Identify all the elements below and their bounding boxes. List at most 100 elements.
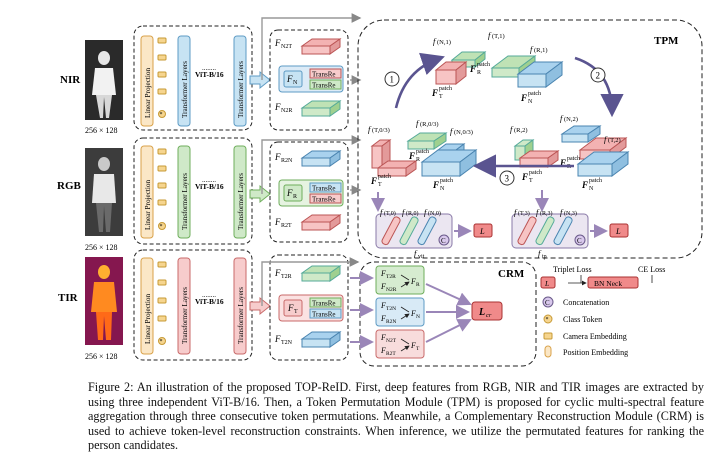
svg-text:F: F [286, 74, 293, 84]
svg-text:T: T [439, 94, 443, 100]
encoder-tir: Linear Projection * Transformer Layers V… [133, 249, 253, 361]
crm-group-t [375, 329, 425, 359]
svg-text:TransRe: TransRe [312, 185, 335, 193]
svg-text:(N,0/3): (N,0/3) [454, 129, 473, 136]
svg-text:(R,3): (R,3) [540, 210, 553, 217]
svg-text:f: f [510, 124, 514, 134]
step-3-badge [499, 170, 515, 186]
svg-text:F: F [380, 346, 386, 355]
transformer-label: Transformer Layers [237, 287, 245, 344]
mid-rgb: F R2N F R TransRe TransRe F R2T [269, 141, 349, 243]
svg-text:F: F [432, 180, 439, 190]
svg-text:F: F [380, 269, 386, 278]
svg-text:R2T: R2T [281, 223, 292, 229]
svg-text:TransRe: TransRe [312, 311, 335, 319]
svg-text:C: C [577, 237, 582, 245]
svg-text:(R,0): (R,0) [406, 210, 419, 217]
svg-text:(N,1): (N,1) [437, 39, 451, 46]
svg-text:patch: patch [528, 91, 541, 97]
modality-label: TIR [58, 292, 79, 304]
transformer-label: Transformer Layers [181, 173, 189, 230]
svg-text:patch: patch [378, 174, 391, 180]
svg-text:T: T [529, 178, 533, 184]
svg-text:F: F [274, 102, 281, 112]
svg-text:*: * [160, 339, 163, 345]
vit-label: ViT-B/16 [195, 297, 224, 306]
vit-label: ViT-B/16 [195, 182, 224, 191]
legend-class-token: Class Token [563, 315, 602, 324]
svg-text:T2N: T2N [281, 340, 293, 346]
svg-text:f: f [424, 207, 428, 217]
legend-bnneck: BN Neck [594, 279, 622, 288]
token-group-left: C [375, 213, 453, 249]
modality-tir: TIR 256 × 128 [58, 257, 123, 361]
svg-text:patch: patch [567, 156, 580, 162]
svg-text:F: F [274, 38, 281, 48]
svg-text:L: L [615, 226, 621, 236]
svg-text:f: f [450, 126, 454, 136]
tpm-title: TPM [654, 35, 679, 47]
transformer-label: Transformer Layers [181, 61, 189, 118]
svg-text:f: f [488, 30, 492, 40]
tir-output-arrow [249, 296, 271, 316]
transformer-label: Transformer Layers [237, 173, 245, 230]
rgb-output-arrow [249, 184, 271, 204]
svg-text:*: * [160, 112, 163, 118]
svg-text:T2R: T2R [386, 274, 396, 280]
svg-text:F: F [581, 180, 588, 190]
svg-text:f: f [560, 207, 564, 217]
legend-ce: CE Loss [638, 265, 665, 274]
svg-text:F: F [410, 341, 416, 350]
image-size: 256 × 128 [85, 352, 118, 361]
svg-text:patch: patch [440, 178, 453, 184]
svg-text:tp: tp [542, 254, 547, 260]
image-size: 256 × 128 [85, 126, 118, 135]
mid-tir: F T2R F T TransRe TransRe F T2N [269, 254, 349, 361]
svg-text:F: F [380, 301, 386, 310]
svg-text:F: F [274, 268, 281, 278]
modality-rgb: RGB 256 × 128 [57, 148, 123, 252]
tpm-step3-stack [370, 132, 478, 177]
svg-text:T: T [378, 182, 382, 188]
svg-text:L: L [544, 279, 549, 288]
svg-text:F: F [380, 282, 386, 291]
svg-text:F: F [286, 188, 293, 198]
svg-text:(R,2): (R,2) [514, 127, 528, 134]
svg-text:N2T: N2T [386, 338, 397, 344]
figure-diagram: NIR 256 × 128 RGB 256 × 128 TIR 256 × 12… [57, 13, 703, 367]
svg-text:N2R: N2R [386, 287, 397, 293]
step-2-badge [590, 67, 606, 83]
svg-text:f: f [433, 36, 437, 46]
svg-text:........: ........ [202, 176, 216, 184]
transformer-block [177, 257, 191, 355]
transformer-label: Transformer Layers [237, 61, 245, 118]
mid-nir: F N2T F N TransRe TransRe F N2R [269, 29, 349, 131]
svg-text:F: F [410, 309, 416, 318]
transformer-label: Transformer Layers [181, 287, 189, 344]
svg-text:T2N: T2N [386, 306, 396, 312]
encoder-frame [133, 249, 253, 361]
nir-output-arrow [249, 70, 271, 90]
svg-text:N: N [416, 314, 420, 320]
svg-text:patch: patch [416, 149, 429, 155]
svg-text:TransRe: TransRe [312, 196, 335, 204]
svg-text:(N,2): (N,2) [564, 116, 578, 123]
svg-text:F: F [431, 88, 438, 98]
svg-text:f: f [538, 248, 542, 258]
figure-caption: Figure 2: An illustration of the propose… [88, 380, 704, 453]
svg-text:(N,3): (N,3) [564, 210, 577, 217]
modality-label: RGB [57, 180, 82, 192]
svg-text:patch: patch [477, 62, 490, 68]
svg-text:F: F [274, 217, 281, 227]
crm-group-n [375, 297, 425, 327]
lcr-loss-box [471, 301, 503, 321]
svg-text:(T,2): (T,2) [608, 137, 621, 144]
svg-text:(T,3): (T,3) [518, 210, 530, 217]
svg-text:F: F [521, 172, 528, 182]
legend-concat: Concatenation [563, 298, 609, 307]
svg-text:L: L [479, 226, 485, 236]
svg-text:f: f [414, 248, 418, 258]
svg-text:TransRe: TransRe [312, 82, 335, 90]
svg-text:3: 3 [505, 174, 510, 184]
svg-text:F: F [469, 64, 476, 74]
